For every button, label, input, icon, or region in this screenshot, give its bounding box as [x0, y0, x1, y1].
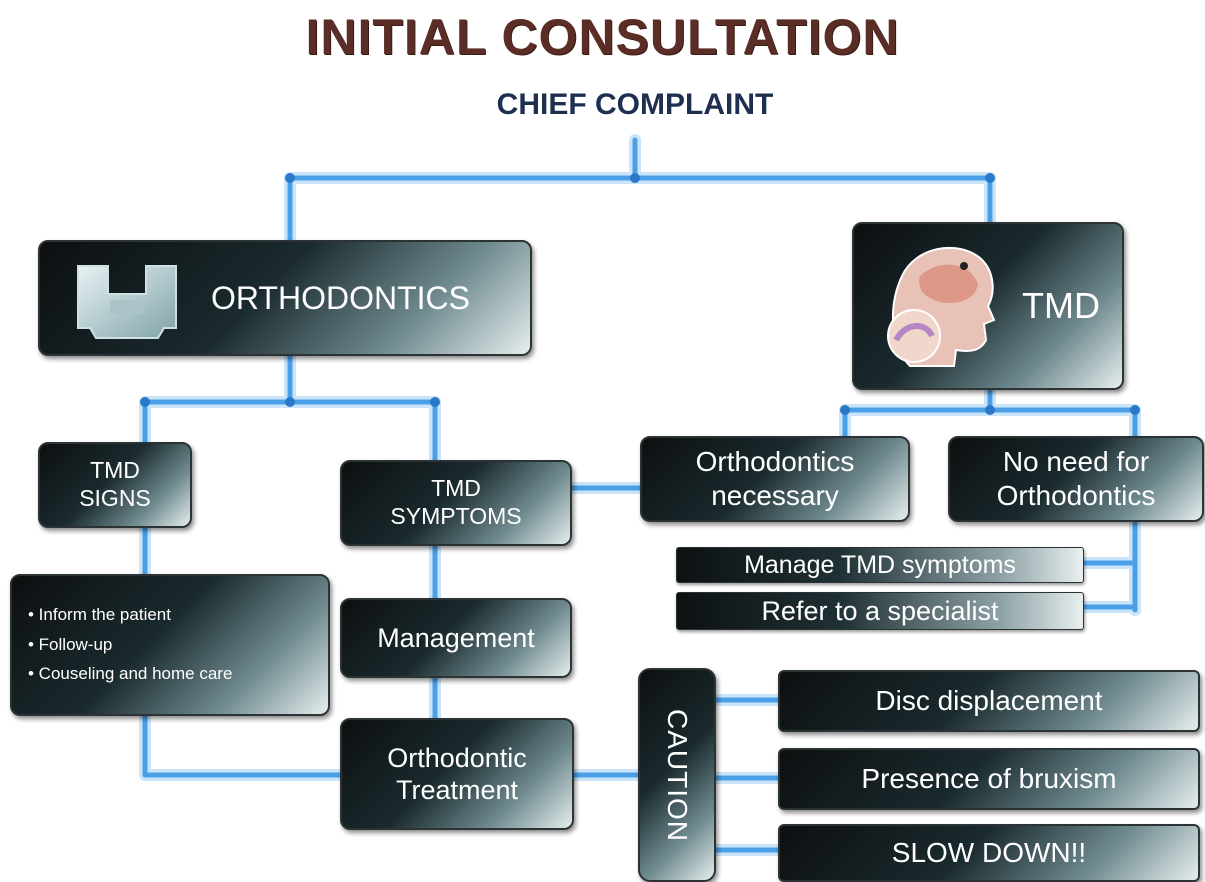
- tmd-symptoms-line1: TMD: [431, 475, 481, 502]
- caution-item-label: SLOW DOWN!!: [891, 837, 1087, 869]
- orthodontics-label: ORTHODONTICS: [211, 279, 470, 316]
- list-item: • Couseling and home care: [28, 664, 233, 684]
- list-item: • Inform the patient: [28, 605, 171, 625]
- tmd-label: TMD: [1022, 285, 1100, 327]
- orthodontics-box: ORTHODONTICS: [38, 240, 532, 356]
- manage-tmd-label: Manage TMD symptoms: [744, 550, 1016, 579]
- tmd-symptoms-box: TMD SYMPTOMS: [340, 460, 572, 546]
- tmd-box: TMD: [852, 222, 1124, 390]
- orthodontic-treatment-line2: Treatment: [395, 775, 519, 805]
- caution-box: CAUTION: [638, 668, 716, 882]
- no-need-line1: No need for: [1002, 446, 1150, 478]
- orthodontic-treatment-box: Orthodontic Treatment: [340, 718, 574, 830]
- tmd-signs-line1: TMD: [90, 457, 140, 484]
- connector-caution-items: [709, 694, 784, 856]
- caution-item-label: Disc displacement: [875, 685, 1103, 717]
- management-box: Management: [340, 598, 572, 678]
- tmd-symptoms-line2: SYMPTOMS: [390, 503, 522, 529]
- bracket-icon: [77, 264, 177, 339]
- refer-strip: Refer to a specialist: [676, 592, 1084, 630]
- caution-item-label: Presence of bruxism: [861, 763, 1117, 795]
- diagram-title: INITIAL CONSULTATION: [305, 9, 900, 65]
- tmd-signs-box: TMD SIGNS: [38, 442, 192, 528]
- ortho-necessary-line2: necessary: [711, 480, 839, 511]
- orthodontic-treatment-line1: Orthodontic: [387, 742, 527, 773]
- no-need-line2: Orthodontics: [996, 480, 1156, 511]
- slow-down-box: SLOW DOWN!!: [778, 824, 1200, 882]
- refer-label: Refer to a specialist: [761, 595, 999, 626]
- list-item: • Follow-up: [28, 634, 113, 654]
- ortho-necessary-line1: Orthodontics: [695, 446, 855, 478]
- manage-tmd-strip: Manage TMD symptoms: [676, 547, 1084, 583]
- signs-actions-box: • Inform the patient • Follow-up • Couse…: [10, 574, 330, 716]
- caution-label: CAUTION: [661, 708, 693, 842]
- diagram-subtitle: CHIEF COMPLAINT: [496, 88, 774, 121]
- ortho-necessary-box: Orthodontics necessary: [640, 436, 910, 522]
- bruxism-box: Presence of bruxism: [778, 748, 1200, 810]
- connector-info-treatment: [139, 709, 346, 781]
- no-need-box: No need for Orthodontics: [948, 436, 1204, 522]
- management-label: Management: [377, 622, 535, 653]
- tmd-signs-line2: SIGNS: [79, 485, 151, 511]
- disc-displacement-box: Disc displacement: [778, 670, 1200, 732]
- head-anatomy-icon: [887, 246, 996, 367]
